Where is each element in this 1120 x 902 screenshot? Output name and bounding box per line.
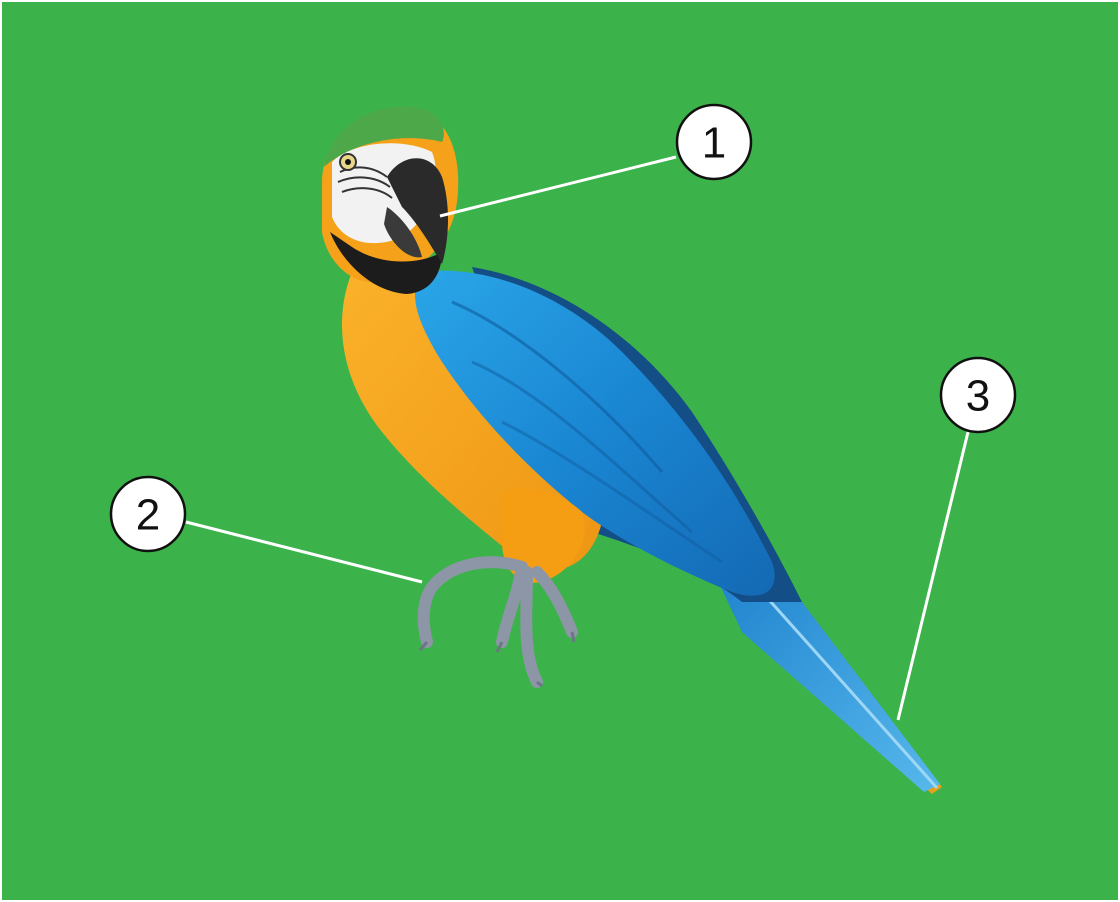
callout-2: 2	[111, 477, 185, 551]
callout-1-label: 1	[702, 119, 726, 168]
callout-3-label: 3	[966, 372, 990, 421]
callout-2-label: 2	[136, 491, 160, 540]
callout-1: 1	[677, 105, 751, 179]
callout-3: 3	[941, 358, 1015, 432]
parrot-head	[322, 107, 458, 294]
